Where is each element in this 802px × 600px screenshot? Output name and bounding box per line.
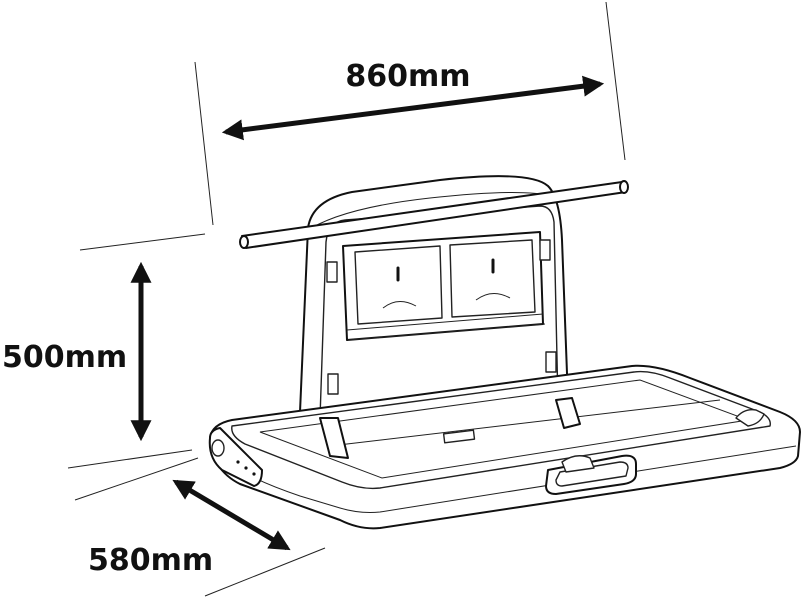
height-label: 500mm bbox=[2, 340, 127, 375]
width-arrow bbox=[221, 75, 605, 141]
height-extension-top bbox=[79, 233, 206, 251]
width-extension-right bbox=[605, 1, 626, 161]
hanging-rod bbox=[239, 180, 629, 249]
depth-label: 580mm bbox=[88, 543, 213, 578]
dimension-arrows bbox=[130, 75, 605, 551]
extension-lines bbox=[67, 1, 626, 597]
height-extension-bottom-1 bbox=[67, 449, 193, 469]
changing-station-illustration bbox=[208, 175, 801, 530]
strap-holder bbox=[342, 231, 546, 341]
depth-arrow bbox=[172, 479, 291, 551]
changing-tray bbox=[208, 364, 801, 530]
panel-slots bbox=[326, 239, 557, 395]
width-label: 860mm bbox=[345, 59, 470, 94]
depth-extension-right bbox=[204, 547, 326, 597]
height-extension-bottom-2 bbox=[74, 457, 199, 501]
width-extension-left bbox=[194, 61, 214, 226]
hinge-arms bbox=[319, 397, 581, 459]
